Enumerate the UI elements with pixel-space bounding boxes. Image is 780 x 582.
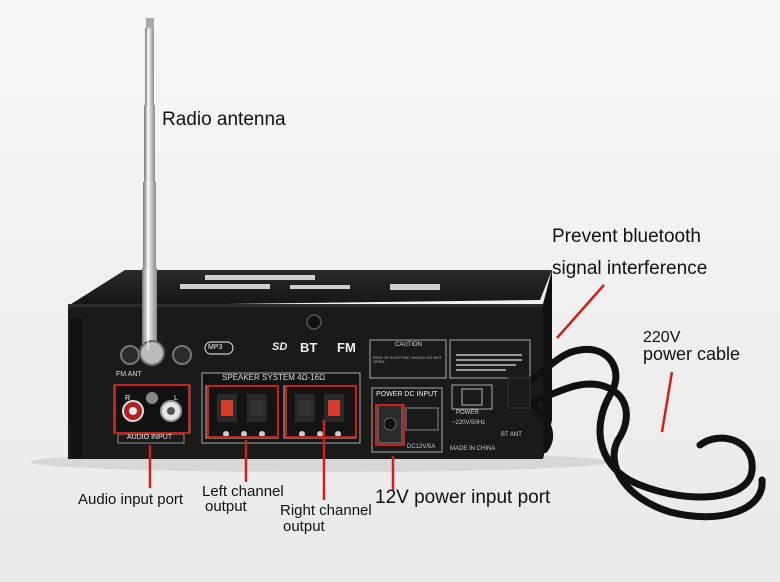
made-in-silk: MADE IN CHINA bbox=[450, 446, 496, 452]
badge-fm: FM bbox=[337, 340, 356, 355]
speaker-terminals bbox=[201, 372, 361, 444]
jack-icon bbox=[146, 392, 158, 404]
bt-ant-silk: BT ANT bbox=[501, 432, 522, 438]
audio-input-block bbox=[113, 384, 191, 444]
annotation-lines bbox=[148, 284, 674, 500]
top-silkscreen bbox=[180, 275, 440, 290]
right-channel-label-line1: Right channel bbox=[280, 502, 372, 519]
power-dc-input-block bbox=[371, 387, 443, 453]
radio-antenna bbox=[139, 18, 165, 366]
jack-icon bbox=[172, 345, 192, 365]
left-channel-label-line1: Left channel bbox=[202, 483, 284, 500]
voltage-label: 220V bbox=[643, 329, 681, 346]
caution-line-silk: RISK OF ELECTRIC SHOCK DO NOT OPEN bbox=[373, 355, 442, 365]
badge-sd: SD bbox=[272, 341, 288, 353]
screw-icon bbox=[306, 314, 322, 330]
power-spec-silk: ~220V/50Hz bbox=[452, 420, 486, 426]
power-input-port-label: 12V power input port bbox=[375, 487, 551, 508]
left-channel-label-line2: output bbox=[205, 498, 247, 515]
right-red-terminal bbox=[328, 400, 340, 416]
radio-antenna-label: Radio antenna bbox=[162, 109, 286, 130]
dc-spec-silk: DC12V/5A bbox=[407, 444, 436, 450]
audio-input-silk: AUDIO INPUT bbox=[127, 434, 173, 441]
power-dc-input-silk: POWER DC INPUT bbox=[376, 391, 438, 398]
right-black-terminal bbox=[299, 400, 311, 416]
caution-block bbox=[369, 339, 531, 379]
format-badges bbox=[204, 341, 234, 355]
bluetooth-label-line1: Prevent bluetooth bbox=[552, 226, 701, 247]
fm-antenna-jack bbox=[120, 345, 140, 365]
channel-l-mark: L bbox=[174, 395, 178, 402]
caution-silk: CAUTION bbox=[395, 342, 422, 348]
power-cable-label: power cable bbox=[643, 344, 741, 364]
audio-input-port-label: Audio input port bbox=[78, 491, 184, 508]
channel-r-mark: R bbox=[125, 395, 131, 402]
left-red-terminal bbox=[221, 400, 233, 416]
badge-bt: BT bbox=[300, 340, 318, 355]
bluetooth-label-line2: signal interference bbox=[552, 258, 708, 279]
power-cable bbox=[507, 345, 766, 521]
power-silk: POWER bbox=[456, 410, 479, 416]
badge-mp3: MP3 bbox=[208, 344, 223, 351]
speaker-system-label: SPEAKER SYSTEM 4Ω-16Ω bbox=[222, 373, 326, 382]
power-switch-block bbox=[451, 384, 493, 410]
right-channel-label-line2: output bbox=[283, 518, 325, 535]
fm-ant-label: FM ANT bbox=[116, 371, 142, 378]
left-black-terminal bbox=[251, 400, 263, 416]
